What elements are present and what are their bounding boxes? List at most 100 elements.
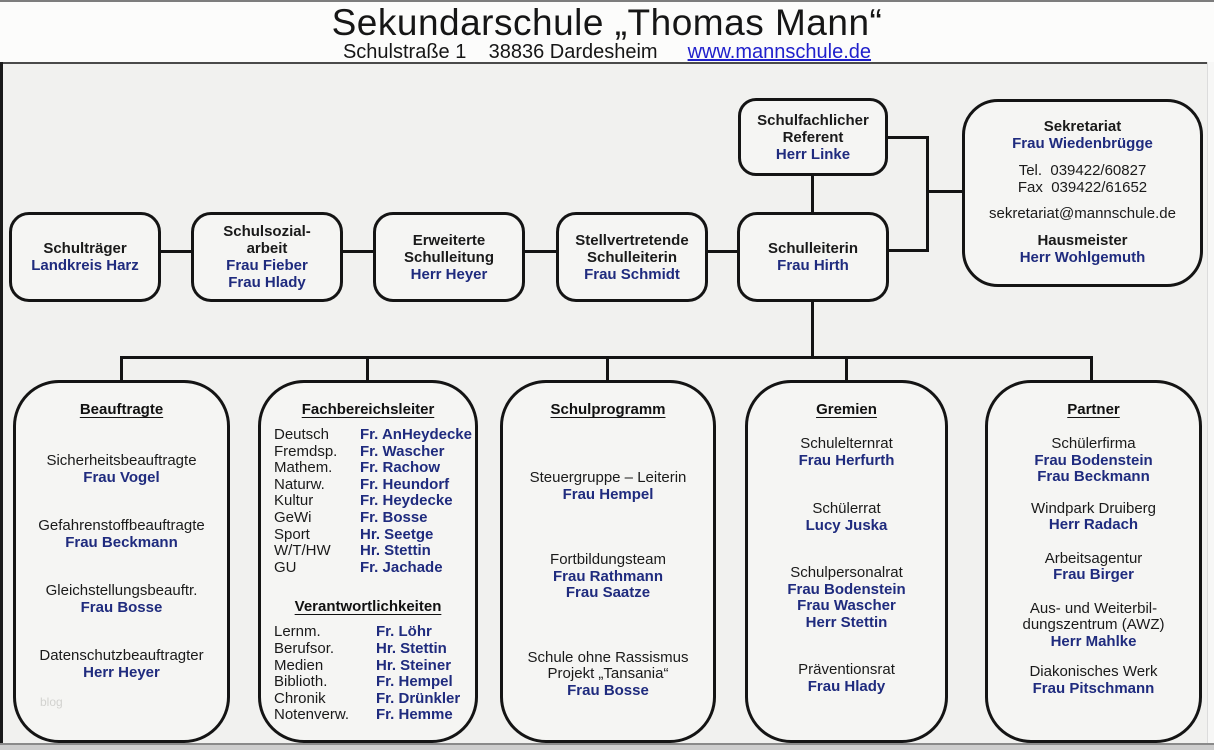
responsibility-row: Chronik Fr. Drünkler (274, 689, 475, 708)
person-name: Herr Heyer (410, 265, 488, 283)
person-name: Frau Wiedenbrügge (1012, 135, 1153, 152)
connector-referent-schulleiterin (811, 174, 814, 214)
role-label: Arbeitsagentur (1044, 549, 1143, 567)
person-name: Fr. Hempel (376, 673, 453, 691)
person-name: Landkreis Harz (31, 257, 139, 274)
section-heading: Verantwortlichkeiten (294, 598, 442, 616)
connector-stub-gremien (845, 356, 848, 382)
school-address: Schulstraße 1 38836 Dardesheim (342, 41, 658, 63)
connector-sekretariat (926, 190, 964, 193)
person-name: Hr. Seetge (360, 525, 434, 543)
person-name: Fr. Wascher (360, 442, 445, 460)
list-item: Schulelternrat Frau Herfurth (748, 435, 945, 469)
website-link[interactable]: www.mannschule.de (687, 41, 872, 63)
connector-stub-fachbereichsleiter (366, 356, 369, 382)
person-name: Frau Bosse (80, 598, 163, 616)
connector-chain-4-5 (708, 250, 740, 253)
responsibility-row: Biblioth.Fr. Hempel (274, 674, 475, 691)
box-erweiterte-schulleitung: Erweiterte Schulleitung Herr Heyer (373, 212, 525, 302)
responsibility-row: Lernm. Fr. Löhr (274, 624, 475, 641)
header-divider (0, 62, 1214, 64)
task-label: Notenverw. (274, 706, 350, 724)
section-heading: Schulprogramm (550, 401, 666, 418)
person-name: Fr. Jachade (360, 558, 443, 576)
person-name: Frau Pitschmann (1032, 679, 1155, 697)
subject-label: W/T/HW (274, 542, 331, 560)
person-name: Fr. Bosse (360, 508, 428, 526)
connector-schulleiterin-down (811, 300, 814, 359)
role-label: Schulfachlicher Referent (757, 111, 869, 146)
role-label: Steuergruppe – Leiterin (529, 469, 687, 486)
subject-label: Naturw. (274, 475, 325, 493)
person-name: Hr. Stettin (360, 542, 431, 560)
list-item: Sicherheitsbeauftragte Frau Vogel (16, 452, 227, 486)
subject-row: Mathem.Fr. Rachow (274, 460, 475, 477)
person-name: Herr Wohlgemuth (1019, 249, 1146, 266)
role-label: Schule ohne Rassismus Projekt „Tansania“ (527, 648, 689, 682)
role-label: Fortbildungsteam (550, 551, 666, 568)
role-label: Sekretariat (1043, 118, 1122, 135)
person-name: Frau Bosse (567, 681, 649, 699)
subject-label: Kultur (274, 492, 314, 510)
subject-row: Naturw.Fr. Heundorf (274, 475, 475, 494)
role-label: Schülerrat (812, 500, 881, 517)
person-name: Frau Hirth (777, 257, 849, 274)
task-label: Lernm. (274, 623, 321, 641)
role-label: Erweiterte Schulleitung (404, 231, 494, 266)
person-name: Fr. Drünkler (376, 689, 461, 707)
role-label: Datenschutzbeauftragter (39, 647, 204, 664)
person-name: Frau Hlady (228, 274, 306, 291)
connector-stub-schulprogramm (606, 356, 609, 382)
responsibility-list: Lernm. Fr. Löhr Berufsor. Hr. Stettin Medi… (261, 624, 475, 724)
connector-stub-beauftragte (120, 356, 123, 382)
task-label: Medien (274, 656, 324, 674)
list-item: Aus- und Weiterbil- dungszentrum (AWZ) H… (988, 599, 1199, 651)
bottom-border (0, 743, 1214, 750)
person-name: Fr. Löhr (376, 623, 432, 641)
person-name: Frau Bodenstein (787, 580, 906, 598)
box-schulleiterin: Schulleiterin Frau Hirth (737, 212, 889, 302)
person-name: Frau Saatze (565, 584, 651, 601)
task-label: Berufsor. (274, 639, 335, 657)
role-label: Windpark Druiberg (1030, 499, 1157, 517)
list-item: Fortbildungsteam Frau Rathmann Frau Saat… (503, 551, 713, 602)
task-label: Chronik (274, 689, 326, 707)
person-name: Herr Stettin (805, 613, 888, 631)
box-schulprogramm: Schulprogramm Steuergruppe – Leiterin Fr… (500, 380, 716, 743)
subject-row: GU Fr. Jachade (274, 558, 475, 577)
subject-label: Fremdsp. (274, 442, 338, 460)
person-name: Herr Heyer (83, 663, 160, 681)
person-name: Frau Fieber (226, 257, 308, 274)
box-sekretariat: Sekretariat Frau Wiedenbrügge Tel. 03942… (962, 99, 1203, 287)
list-item: Gefahrenstoffbeauftragte Frau Beckmann (16, 517, 227, 551)
person-name: Frau Schmidt (584, 265, 680, 283)
watermark: blog (40, 695, 63, 709)
role-label: Schulsozial- arbeit (223, 223, 311, 257)
list-item: Datenschutzbeauftragter Herr Heyer (16, 647, 227, 681)
connector-chain-3-4 (525, 250, 559, 253)
person-name: Lucy Juska (805, 516, 888, 534)
list-item: Schülerrat Lucy Juska (748, 500, 945, 534)
left-border (0, 62, 3, 744)
connector-stub-partner (1090, 356, 1093, 382)
person-name: Hr. Stettin (376, 639, 447, 657)
subject-label: GU (274, 558, 297, 576)
person-name: Frau Hlady (807, 677, 886, 695)
person-name: Frau Beckmann (1037, 468, 1150, 485)
person-name: Fr. Hemme (376, 706, 453, 724)
person-name: Frau Wascher (797, 597, 896, 614)
person-name: Herr Radach (1048, 516, 1139, 533)
box-stellvertretende-schulleiterin: Stellvertretende Schulleiterin Frau Schm… (556, 212, 708, 302)
role-label: Aus- und Weiterbil- dungszentrum (AWZ) (1022, 599, 1165, 633)
role-label: Sicherheitsbeauftragte (46, 452, 197, 469)
list-item: Windpark Druiberg Herr Radach (988, 499, 1199, 534)
connector-schulleiterin-right (886, 249, 929, 252)
list-item: Schulpersonalrat Frau Bodenstein Frau Wa… (748, 564, 945, 631)
subject-row: Fremdsp. Fr. Wascher (274, 442, 475, 461)
role-label: Schulleiterin (767, 240, 859, 257)
